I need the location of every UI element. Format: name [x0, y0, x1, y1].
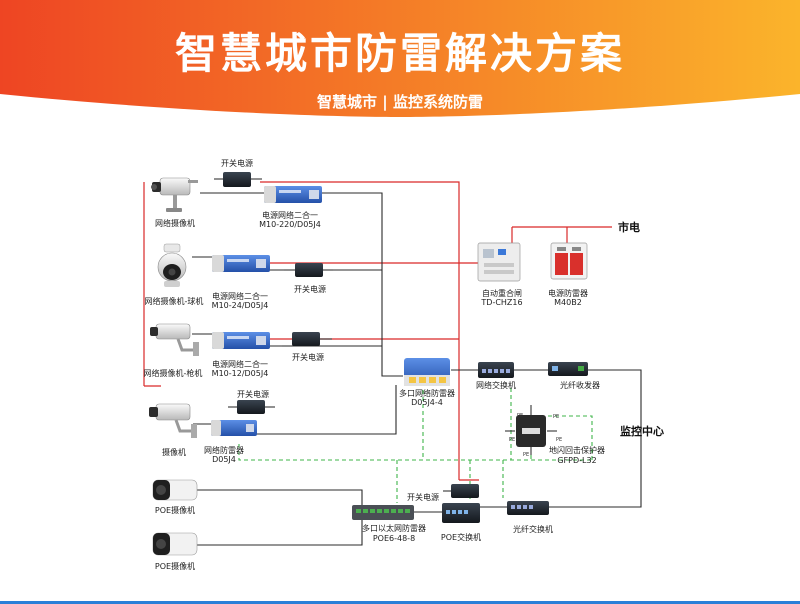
spd-2-name: 电源网络二合一	[212, 291, 268, 301]
power-adapter-icon	[295, 263, 323, 277]
spd-blue-icon	[212, 255, 270, 272]
fiber-transceiver-icon	[548, 362, 588, 376]
spd-1: 电源网络二合一 M10-220/D05J4	[259, 186, 322, 229]
page-title: 智慧城市防雷解决方案	[174, 29, 625, 78]
multi-port-spd-model: D05J4-4	[411, 398, 443, 407]
poe-spd-model: POE6-48-8	[373, 534, 415, 543]
multi-port-spd-icon	[404, 358, 450, 386]
ground-protector-name: 地闪回击保护器	[549, 445, 605, 455]
breaker-icon	[477, 242, 521, 282]
spd-3-model: M10-12/D05J4	[212, 369, 269, 378]
network-spd-model: D05J4	[212, 455, 236, 464]
poe-spd-icon	[352, 505, 414, 520]
pe-label-3: PE	[509, 437, 515, 443]
poe-camera-icon	[152, 532, 198, 556]
dome-camera-icon	[157, 243, 187, 287]
poe-camera-1: POE摄像机	[152, 479, 198, 515]
poe-camera-2-label: POE摄像机	[155, 561, 195, 571]
poe-switch-icon	[442, 503, 480, 523]
auto-breaker-name: 自动重合闸	[482, 288, 522, 298]
network-switch-label: 网络交换机	[476, 380, 516, 390]
network-spd-icon	[211, 420, 257, 436]
spd-3-name: 电源网络二合一	[212, 359, 268, 369]
poe-switch: POE交换机	[441, 503, 481, 542]
multi-port-spd-name: 多口网络防雷器	[399, 388, 455, 398]
network-spd-name: 网络防雷器	[204, 445, 244, 455]
ground-protector: PE PE PE PE PE 地闪回击保护器 GFPD-L32	[505, 405, 605, 465]
power-spd: 电源防雷器 M40B2	[548, 242, 588, 307]
pe-label-5: PE	[523, 452, 529, 458]
multi-port-spd: 多口网络防雷器 D05J4-4	[399, 358, 455, 407]
pe-label-1: PE	[517, 413, 523, 419]
switch-power-5: 开关电源	[407, 484, 479, 502]
bullet-camera-icon	[150, 323, 199, 356]
mains-label: 市电	[618, 220, 640, 234]
spd-2-model: M10-24/D05J4	[212, 301, 269, 310]
power-spd-name: 电源防雷器	[548, 288, 588, 298]
camera-2-label: 网络摄像机-球机	[145, 296, 204, 306]
power-adapter-icon	[292, 332, 320, 346]
page-subtitle: 智慧城市 | 监控系统防雷	[317, 93, 483, 111]
power-lines	[143, 181, 612, 481]
camera-3: 网络摄像机-枪机	[144, 323, 203, 378]
spd-1-name: 电源网络二合一	[262, 210, 318, 220]
pe-label-2: PE	[553, 414, 559, 420]
poe-camera-1-label: POE摄像机	[155, 505, 195, 515]
poe-switch-label: POE交换机	[441, 532, 481, 542]
bottom-accent-line	[0, 601, 800, 604]
poe-camera-2: POE摄像机	[152, 532, 198, 571]
power-spd-model: M40B2	[554, 298, 582, 307]
switch-power-1: 开关电源	[214, 158, 262, 187]
network-switch: 网络交换机	[476, 362, 516, 390]
switch-power-5-label: 开关电源	[407, 492, 439, 502]
ground-lines	[238, 388, 593, 503]
power-adapter-icon	[223, 172, 251, 187]
camera-4-icon	[149, 403, 197, 438]
pe-label-4: PE	[556, 437, 562, 443]
switch-power-3: 开关电源	[282, 332, 332, 362]
network-switch-icon	[478, 362, 514, 378]
auto-breaker-model: TD-CHZ16	[480, 298, 522, 307]
poe-camera-icon	[152, 479, 198, 501]
switch-power-4: 开关电源	[228, 389, 275, 414]
camera-3-label: 网络摄像机-枪机	[144, 368, 203, 378]
switch-power-2-label: 开关电源	[294, 284, 326, 294]
fiber-switch-icon	[507, 501, 549, 515]
spd-3: 电源网络二合一 M10-12/D05J4	[212, 332, 270, 378]
ground-protector-icon	[505, 405, 557, 455]
camera-4-label: 摄像机	[162, 447, 186, 457]
camera-4: 摄像机	[149, 403, 197, 457]
spd-blue-icon	[212, 332, 270, 349]
header-banner: 智慧城市防雷解决方案 智慧城市 | 监控系统防雷	[0, 0, 800, 118]
auto-breaker: 自动重合闸 TD-CHZ16	[477, 242, 523, 307]
switch-power-3-label: 开关电源	[292, 352, 324, 362]
camera-1-icon	[151, 177, 198, 212]
network-spd: 网络防雷器 D05J4	[204, 420, 257, 464]
fiber-switch-label: 光纤交换机	[513, 524, 553, 534]
banner-background	[0, 0, 800, 117]
poe-spd: 多口以太网防雷器 POE6-48-8	[352, 505, 426, 543]
monitor-center-label: 监控中心	[620, 424, 664, 438]
ground-protector-model: GFPD-L32	[557, 456, 596, 465]
fiber-transceiver: 光纤收发器	[548, 362, 600, 390]
fiber-transceiver-label: 光纤收发器	[560, 380, 600, 390]
fiber-switch: 光纤交换机	[507, 501, 553, 534]
switch-power-1-label: 开关电源	[221, 158, 253, 168]
switch-power-4-label: 开关电源	[237, 389, 269, 399]
spd-2: 电源网络二合一 M10-24/D05J4	[212, 255, 270, 310]
poe-spd-name: 多口以太网防雷器	[362, 523, 426, 533]
spd-1-model: M10-220/D05J4	[259, 220, 321, 229]
camera-2: 网络摄像机-球机	[145, 243, 204, 306]
camera-1-label: 网络摄像机	[155, 218, 195, 228]
spd-blue-icon	[264, 186, 322, 203]
power-spd-icon	[550, 242, 588, 280]
switch-power-2: 开关电源	[284, 263, 333, 294]
camera-1: 网络摄像机	[151, 177, 198, 228]
power-adapter-icon	[451, 484, 479, 498]
power-adapter-icon	[237, 400, 265, 414]
